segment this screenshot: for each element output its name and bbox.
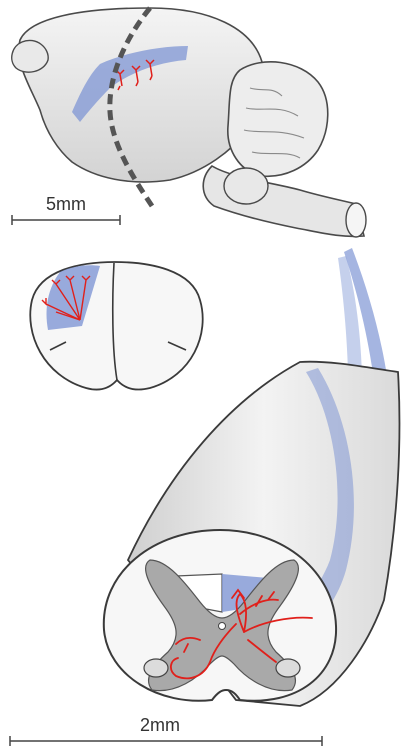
coronal-brain-section bbox=[30, 262, 202, 390]
cerebellum bbox=[228, 62, 328, 176]
scale-label-2mm: 2mm bbox=[140, 715, 180, 735]
scale-label-5mm: 5mm bbox=[46, 194, 86, 214]
motor-nucleus-left bbox=[144, 659, 168, 677]
cerebral-cortex bbox=[19, 8, 266, 182]
central-canal bbox=[219, 623, 226, 630]
scale-bar-5mm: 5mm bbox=[12, 194, 120, 225]
pons bbox=[224, 168, 268, 204]
motor-nucleus-right bbox=[276, 659, 300, 677]
olfactory-bulb bbox=[12, 40, 48, 72]
spinal-cord-3d bbox=[104, 362, 400, 706]
spinal-cord-stump bbox=[346, 203, 366, 237]
scale-bar-2mm: 2mm bbox=[10, 715, 322, 746]
